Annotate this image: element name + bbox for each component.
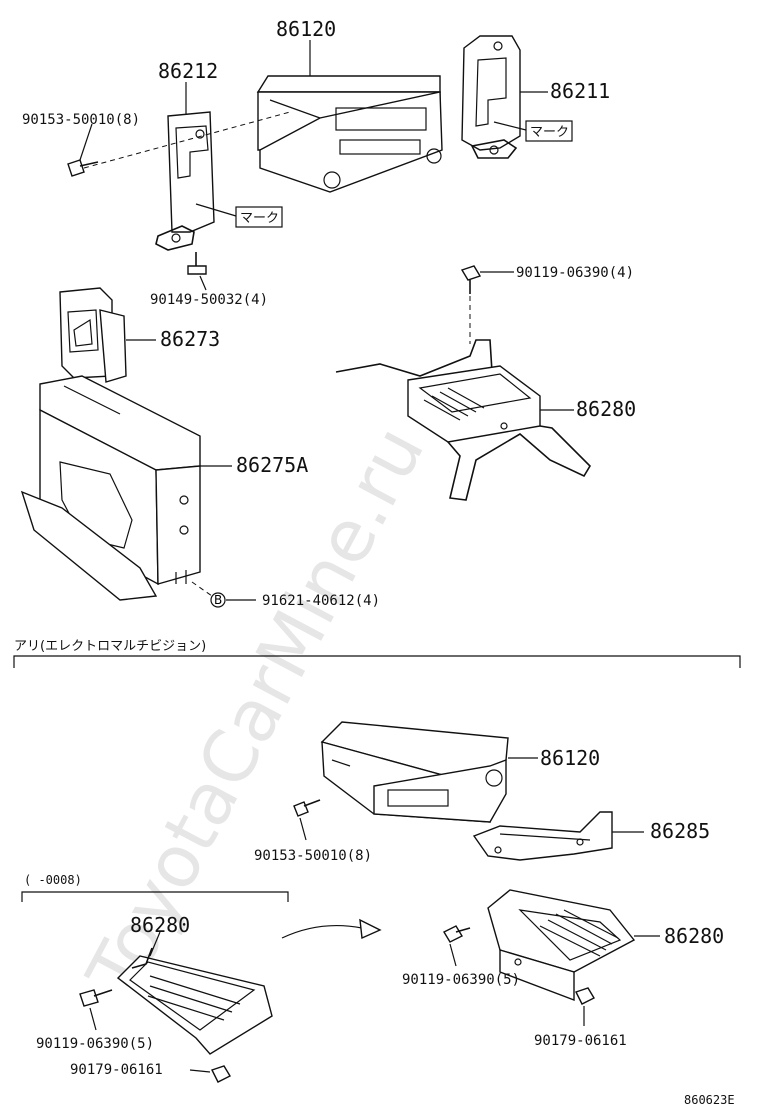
callout-b-symbol: B — [214, 593, 222, 607]
part-86275A: 86275A — [236, 453, 308, 477]
module-86273 — [59, 287, 127, 383]
part-90153-top: 90153-50010(8) — [22, 112, 140, 128]
bolt-90119-left — [79, 989, 113, 1007]
section-bracket — [13, 655, 741, 668]
leader-marker-right — [493, 121, 527, 131]
arrow-head-icon — [359, 918, 382, 940]
bracket-86211 — [461, 35, 521, 159]
part-86273: 86273 — [160, 327, 220, 351]
part-91621: 91621-40612(4) — [262, 593, 380, 609]
part-86212: 86212 — [158, 59, 218, 83]
part-86280-left: 86280 — [130, 913, 190, 937]
leader-90179-left — [189, 1069, 211, 1073]
bolt-90153-bottom — [293, 799, 321, 817]
leader-90149 — [199, 275, 207, 291]
amplifier-86280-right — [487, 889, 636, 1002]
part-90179-right: 90179-06161 — [534, 1033, 627, 1049]
bracket-86285 — [472, 811, 613, 861]
radio-unit-86120-bottom — [320, 721, 509, 823]
leader-90119-mid — [449, 943, 457, 967]
part-90119-mid: 90119-06390(5) — [402, 972, 520, 988]
figure-code: 860623E — [684, 1093, 735, 1107]
part-90149: 90149-50032(4) — [150, 292, 268, 308]
leader-marker-left — [195, 203, 237, 217]
part-90119-left: 90119-06390(5) — [36, 1036, 154, 1052]
part-86285: 86285 — [650, 819, 710, 843]
amplifier-86280-top — [335, 339, 592, 501]
dashed-leader-callout-b — [191, 581, 213, 597]
section-label: アリ(エレクトロマルチビジョン) — [14, 639, 206, 654]
part-86120-bottom: 86120 — [540, 746, 600, 770]
leader-90153-bottom — [299, 817, 307, 841]
marker-text-right: マーク — [530, 125, 569, 140]
bolt-90119-mid — [443, 925, 471, 943]
part-86280-top: 86280 — [576, 397, 636, 421]
part-86120-top: 86120 — [276, 17, 336, 41]
bolt-90153-top — [67, 159, 99, 177]
nut-90179-right — [575, 987, 595, 1005]
screw-90149 — [187, 252, 207, 275]
marker-text-left: マーク — [240, 211, 279, 226]
bolt-90119-top — [460, 265, 482, 294]
callout-b-circle — [210, 592, 226, 608]
ecu-86275A — [20, 375, 201, 601]
amplifier-86280-left — [116, 947, 273, 1055]
transition-arrow — [281, 924, 363, 939]
marker-box-left — [235, 206, 283, 228]
leader-86280-left — [149, 931, 161, 957]
radio-unit-86120-top — [256, 75, 443, 193]
part-86280-right: 86280 — [664, 924, 724, 948]
bracket-86212 — [155, 111, 215, 251]
leader-90119-left — [89, 1007, 97, 1031]
part-86211: 86211 — [550, 79, 610, 103]
marker-box-right — [525, 120, 573, 142]
part-90179-left: 90179-06161 — [70, 1062, 163, 1078]
part-90119-top: 90119-06390(4) — [516, 265, 634, 281]
range-label: ( -0008) — [24, 873, 82, 887]
leader-90153-top — [79, 123, 93, 161]
part-90153-bottom: 90153-50010(8) — [254, 848, 372, 864]
range-bracket — [21, 891, 289, 902]
nut-90179-left — [211, 1065, 231, 1083]
